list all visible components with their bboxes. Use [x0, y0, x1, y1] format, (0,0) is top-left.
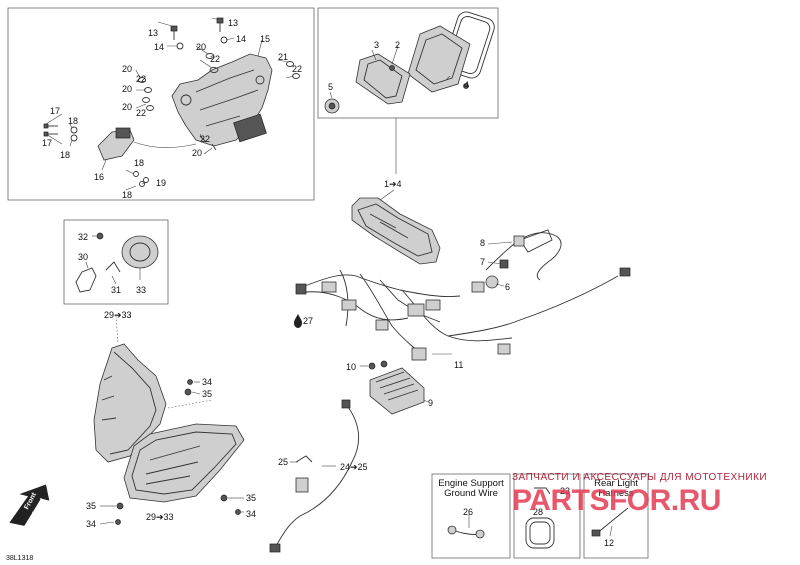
- lubricant-drop-icon: [294, 314, 302, 328]
- callout-17b: 17: [42, 138, 52, 148]
- callout-29to33a: 29➔33: [104, 310, 132, 320]
- callout-22c: 22: [136, 74, 146, 84]
- callout-15: 15: [260, 34, 270, 44]
- callout-21: 21: [278, 52, 288, 62]
- cluster-assembly: [351, 118, 441, 265]
- callout-20d: 20: [122, 102, 132, 112]
- callout-20e: 20: [192, 148, 202, 158]
- callout-13a: 13: [148, 28, 158, 38]
- front-direction-arrow: Front Avant: [9, 484, 50, 526]
- callout-24to25: 24➔25: [340, 462, 368, 472]
- callout-18b: 18: [60, 150, 70, 160]
- watermark-logo: PARTSFOR.RU: [512, 484, 721, 517]
- callout-1to4: 1➔4: [384, 179, 402, 189]
- callout-22b: 22: [292, 64, 302, 74]
- callout-11: 11: [454, 360, 463, 370]
- bulb-cover: [121, 235, 159, 269]
- part-28: [525, 517, 555, 549]
- callout-18c: 18: [134, 158, 144, 168]
- callout-34b: 34: [246, 509, 256, 519]
- callout-10: 10: [346, 362, 356, 372]
- callout-20c: 20: [122, 84, 132, 94]
- bulb-inset: [63, 219, 169, 305]
- callout-14a: 14: [154, 42, 164, 52]
- rear-light-title-2: Harness: [598, 488, 634, 499]
- callout-26: 26: [463, 507, 473, 517]
- engine-support-title-2: Ground Wire: [444, 488, 498, 499]
- watermark-tagline: ЗАПЧАСТИ И АКСЕССУАРЫ ДЛЯ МОТОТЕХНИКИ: [512, 472, 767, 483]
- callout-9: 9: [428, 398, 433, 408]
- callout-22d: 22: [136, 108, 146, 118]
- callout-35a: 35: [202, 389, 212, 399]
- callout-35c: 35: [86, 501, 96, 511]
- callout-18a: 18: [68, 116, 78, 126]
- callout-14b: 14: [236, 34, 246, 44]
- bracket-inset: [7, 7, 315, 201]
- callout-34a: 34: [202, 377, 212, 387]
- callout-20a: 20: [196, 42, 206, 52]
- callout-30: 30: [78, 252, 88, 262]
- inset-titles: Engine Support Ground Wire Rear Light Ha…: [438, 478, 638, 499]
- callout-35b: 35: [246, 493, 256, 503]
- rear-light-harness: [595, 507, 629, 535]
- callout-13b: 13: [228, 18, 238, 28]
- callout-16: 16: [94, 172, 104, 182]
- cluster-front: [355, 53, 411, 105]
- callout-25: 25: [278, 457, 288, 467]
- voltage-regulator: [360, 360, 429, 415]
- rear-light-title-1: Rear Light: [594, 478, 638, 489]
- callout-31: 31: [111, 285, 121, 295]
- wiring-harness: [295, 267, 631, 361]
- callout-8: 8: [480, 238, 485, 248]
- cable-24-25: [269, 399, 359, 553]
- callout-28: 28: [533, 507, 543, 517]
- cluster-inset: [317, 7, 499, 119]
- callout-2: 2: [395, 40, 400, 50]
- callout-4: 4: [464, 80, 469, 90]
- callout-17a: 17: [50, 106, 60, 116]
- callout-6: 6: [505, 282, 510, 292]
- callout-22a: 22: [210, 54, 220, 64]
- callout-22e: 22: [200, 134, 210, 144]
- engine-support-title-1: Engine Support: [438, 478, 504, 489]
- callout-18d: 18: [122, 190, 132, 200]
- watermark: ЗАПЧАСТИ И АКСЕССУАРЫ ДЛЯ МОТОТЕХНИКИ PA…: [512, 472, 767, 517]
- callout-34c: 34: [86, 519, 96, 529]
- callout-23: 23: [560, 486, 570, 496]
- callout-5: 5: [328, 82, 333, 92]
- callout-12: 12: [604, 538, 614, 548]
- callout-33: 33: [136, 285, 146, 295]
- bottom-insets: [431, 473, 649, 559]
- callout-3: 3: [374, 40, 379, 50]
- callout-27: 27: [303, 316, 313, 326]
- callout-29to33b: 29➔33: [146, 512, 174, 522]
- callout-19: 19: [156, 178, 166, 188]
- callout-labels: 13 13 14 14 15 20 22 21 22 20 22 20 20 2…: [6, 18, 614, 562]
- callout-32: 32: [78, 232, 88, 242]
- callout-7: 7: [480, 257, 485, 267]
- callout-20b: 20: [122, 64, 132, 74]
- diagram-code: 38L1318: [6, 555, 33, 562]
- sensor-cable-assembly: [485, 229, 562, 289]
- headlight-housing: [93, 315, 245, 525]
